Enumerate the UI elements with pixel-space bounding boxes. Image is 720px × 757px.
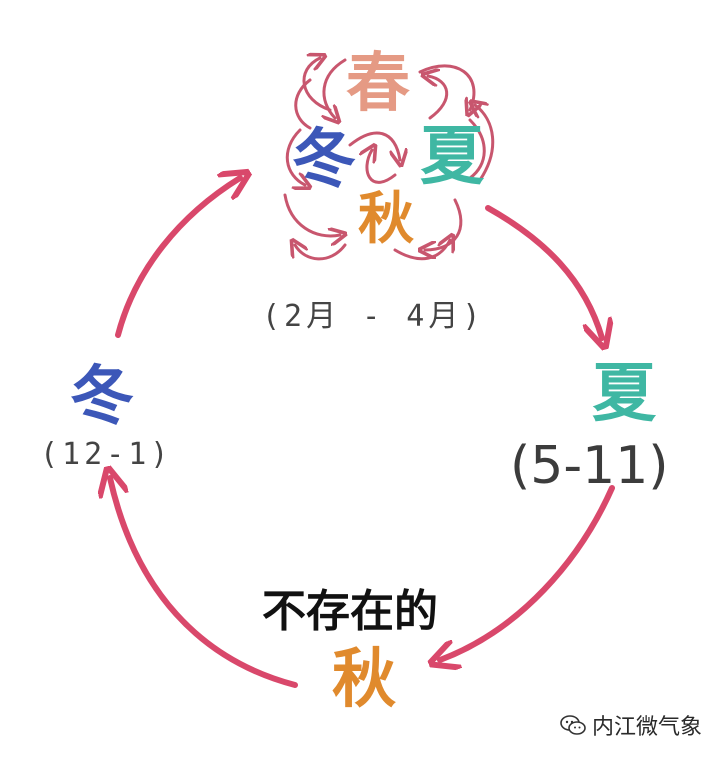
summer-label: 夏 (592, 357, 656, 431)
winter-range-label: (12-1) (40, 437, 173, 472)
arrow-spring-to-summer (485, 205, 602, 338)
watermark: 内江微气象 (560, 709, 702, 741)
cluster-summer-label: 夏 (420, 120, 484, 194)
winter-label: 冬 (70, 360, 134, 434)
wechat-icon (560, 715, 586, 735)
watermark-text: 内江微气象 (591, 715, 702, 740)
autumn-prefix-label: 不存在的 (262, 586, 438, 637)
tangled-arrows (283, 58, 495, 261)
summer-range-label: (5-11) (510, 436, 669, 496)
cluster-range-label: (2月 - 4月) (262, 299, 485, 334)
cluster-spring-label: 春 (346, 47, 410, 121)
arrow-autumn-to-winter (110, 478, 298, 688)
cluster-autumn-label: 秋 (358, 187, 414, 252)
autumn-label: 秋 (332, 643, 396, 717)
cluster-winter-label: 冬 (292, 123, 356, 197)
arrow-winter-to-spring (115, 178, 240, 338)
arrow-summer-to-autumn (440, 485, 615, 660)
